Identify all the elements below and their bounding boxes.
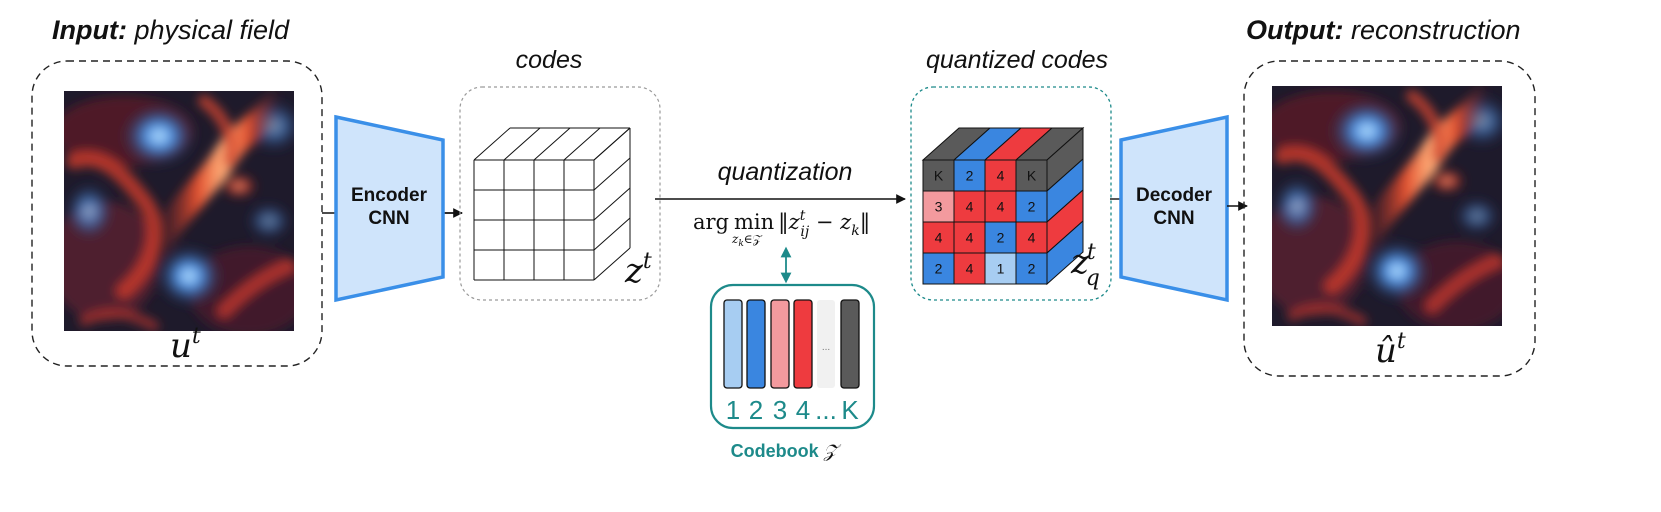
input-field-image [49,91,309,336]
decoder-block: Decoder CNN [1119,114,1229,303]
output-title: Output: reconstruction [1246,15,1521,45]
codes-label: codes [516,46,583,74]
quantized-cell [984,252,1017,285]
quantized-cell-label: 4 [935,230,943,246]
codes-frame [459,86,661,301]
input-section: Input: physical field ut [31,15,323,367]
quantized-cell-label: 2 [935,261,943,277]
decoder-label-line1: Decoder [1136,185,1213,206]
quantized-cell-label: 3 [935,199,943,215]
quantized-cell-label: 4 [1028,230,1036,246]
codebook-entry-bar [817,300,835,388]
output-section: Output: reconstruction ût [1243,15,1536,377]
encoder-trapezoid [334,114,445,303]
quantized-cell [953,252,986,285]
quantized-cell [922,252,955,285]
quantized-cell [984,221,1017,254]
codebook-frame [709,283,876,430]
input-title: Input: physical field [52,15,290,45]
output-frame [1243,60,1536,377]
encoder-label-line2: CNN [368,208,409,229]
codebook-entry-bar [746,299,766,389]
codebook-entry-bar [793,299,813,389]
decoder-trapezoid [1119,114,1229,303]
quantized-cell [984,159,1017,192]
codebook-entry-bar [723,299,743,389]
quantized-cell-label: 2 [1028,261,1036,277]
quantized-cell-label: 4 [966,230,974,246]
quantized-cell-label: 4 [997,199,1005,215]
encoder-block: Encoder CNN [334,114,445,303]
codebook-ellipsis: ... [822,342,830,353]
encoder-label-line1: Encoder [351,185,428,206]
quantized-cell [1015,252,1048,285]
quantized-cell-label: K [934,168,944,184]
codebook-entry-index: 1 [726,395,740,425]
codes-symbol: zt [624,249,652,291]
quantized-cell-label: 2 [997,230,1005,246]
codebook-entry-bar [840,299,860,389]
input-symbol: ut [170,324,201,366]
quantized-cell-label: 4 [966,261,974,277]
quantized-cell-label: 2 [1028,199,1036,215]
decoder-label-line2: CNN [1153,208,1194,229]
quantized-cell-label: 4 [966,199,974,215]
quantized-label: quantized codes [926,46,1108,74]
quantized-cell-label: K [1027,168,1037,184]
quantized-cell [1015,159,1048,192]
input-frame [31,60,323,367]
codes-cube [473,127,631,281]
codebook-entry-bar [770,299,790,389]
quantized-frame [910,86,1112,301]
codebook-entry-index: ... [815,395,837,425]
codes-section: codes zt [459,46,661,301]
quantized-cell-label: 4 [997,168,1005,184]
quantization-formula-subscript: zk∈𝒵 [731,232,763,249]
output-symbol: ût [1375,329,1406,371]
quantized-cell [1015,190,1048,223]
quantization-label: quantization [718,158,853,186]
quantized-cell-label: 1 [997,261,1005,277]
output-field-image [1257,86,1517,331]
quantized-cell [953,190,986,223]
codebook-entry-index: 2 [749,395,763,425]
codebook-entry-index: K [841,395,859,425]
quantized-cell-label: 2 [966,168,974,184]
quantized-cell [922,221,955,254]
codebook-entry-index: 3 [773,395,787,425]
quantized-cube: K 2 4 K 3 4 4 2 4 4 2 4 2 4 1 2 [921,126,1085,286]
codebook-entry-index: 4 [796,395,810,425]
